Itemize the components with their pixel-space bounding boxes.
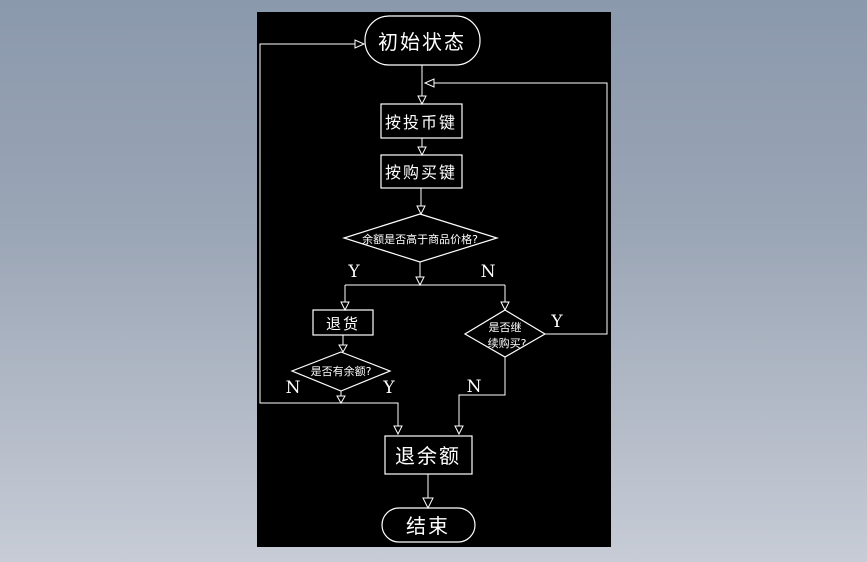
- branch-label-has-balance-yes: Y: [382, 378, 395, 398]
- arrowhead-into-start: [354, 39, 366, 49]
- node-start-terminator: [364, 15, 481, 66]
- node-refund-balance-process: [384, 435, 473, 475]
- node-refund-goods-label: 退货: [326, 315, 360, 333]
- branch-label-has-balance-no: N: [286, 378, 301, 398]
- arrowhead-into-end: [422, 497, 434, 510]
- node-has-balance-label: 是否有余额?: [311, 364, 372, 378]
- node-end-label: 结束: [406, 514, 450, 538]
- edge-hasbalance-yes-refundbalance: [341, 402, 399, 430]
- node-check-balance-label: 余额是否高于商品价格?: [362, 232, 478, 246]
- drawing-canvas: 初始状态 按投币键 按购买键 余额是否高于商品价格? 退货 是否继 续购买? 是…: [257, 12, 611, 547]
- node-end-terminator: [381, 507, 476, 543]
- arrowhead-into-refund-balance-left: [393, 425, 403, 436]
- node-continue-buy-decision: [463, 309, 547, 358]
- branch-label-continue-buy-no: N: [467, 377, 482, 397]
- node-continue-buy-label-line2: 续购买?: [488, 336, 527, 350]
- node-press-buy-label: 按购买键: [385, 163, 457, 182]
- arrowhead-split-junction: [415, 276, 425, 287]
- branch-label-continue-buy-yes: Y: [550, 312, 563, 332]
- node-has-balance-decision: [290, 351, 392, 392]
- arrowhead-into-has-balance: [338, 344, 348, 354]
- arrowhead-loop-junction: [423, 78, 435, 88]
- arrowhead-bottom-junction: [336, 395, 346, 405]
- arrowhead-into-refund-goods: [340, 301, 350, 312]
- edge-continue-no-refundbalance: [458, 357, 506, 430]
- arrowhead-into-press-coin: [417, 95, 427, 106]
- branch-label-check-balance-no: N: [481, 262, 496, 282]
- arrowhead-into-check-balance: [416, 205, 426, 216]
- edge-left-loop: [259, 43, 360, 404]
- arrowhead-into-continue-buy: [500, 301, 510, 312]
- flowchart-svg: 初始状态 按投币键 按购买键 余额是否高于商品价格? 退货 是否继 续购买? 是…: [259, 15, 608, 543]
- node-continue-buy-label-line1: 是否继: [489, 321, 522, 334]
- node-press-coin-label: 按投币键: [385, 113, 457, 132]
- node-refund-goods-process: [312, 309, 374, 336]
- arrowhead-into-press-buy: [417, 146, 427, 157]
- node-press-buy-process: [380, 154, 463, 189]
- node-start-label: 初始状态: [378, 30, 466, 54]
- edge-continue-yes-loop: [429, 82, 608, 335]
- node-check-balance-decision: [342, 213, 500, 263]
- node-refund-balance-label: 退余额: [395, 444, 461, 468]
- branch-label-check-balance-yes: Y: [347, 262, 360, 282]
- arrowhead-into-refund-balance-right: [454, 425, 464, 436]
- node-press-coin-process: [380, 103, 463, 139]
